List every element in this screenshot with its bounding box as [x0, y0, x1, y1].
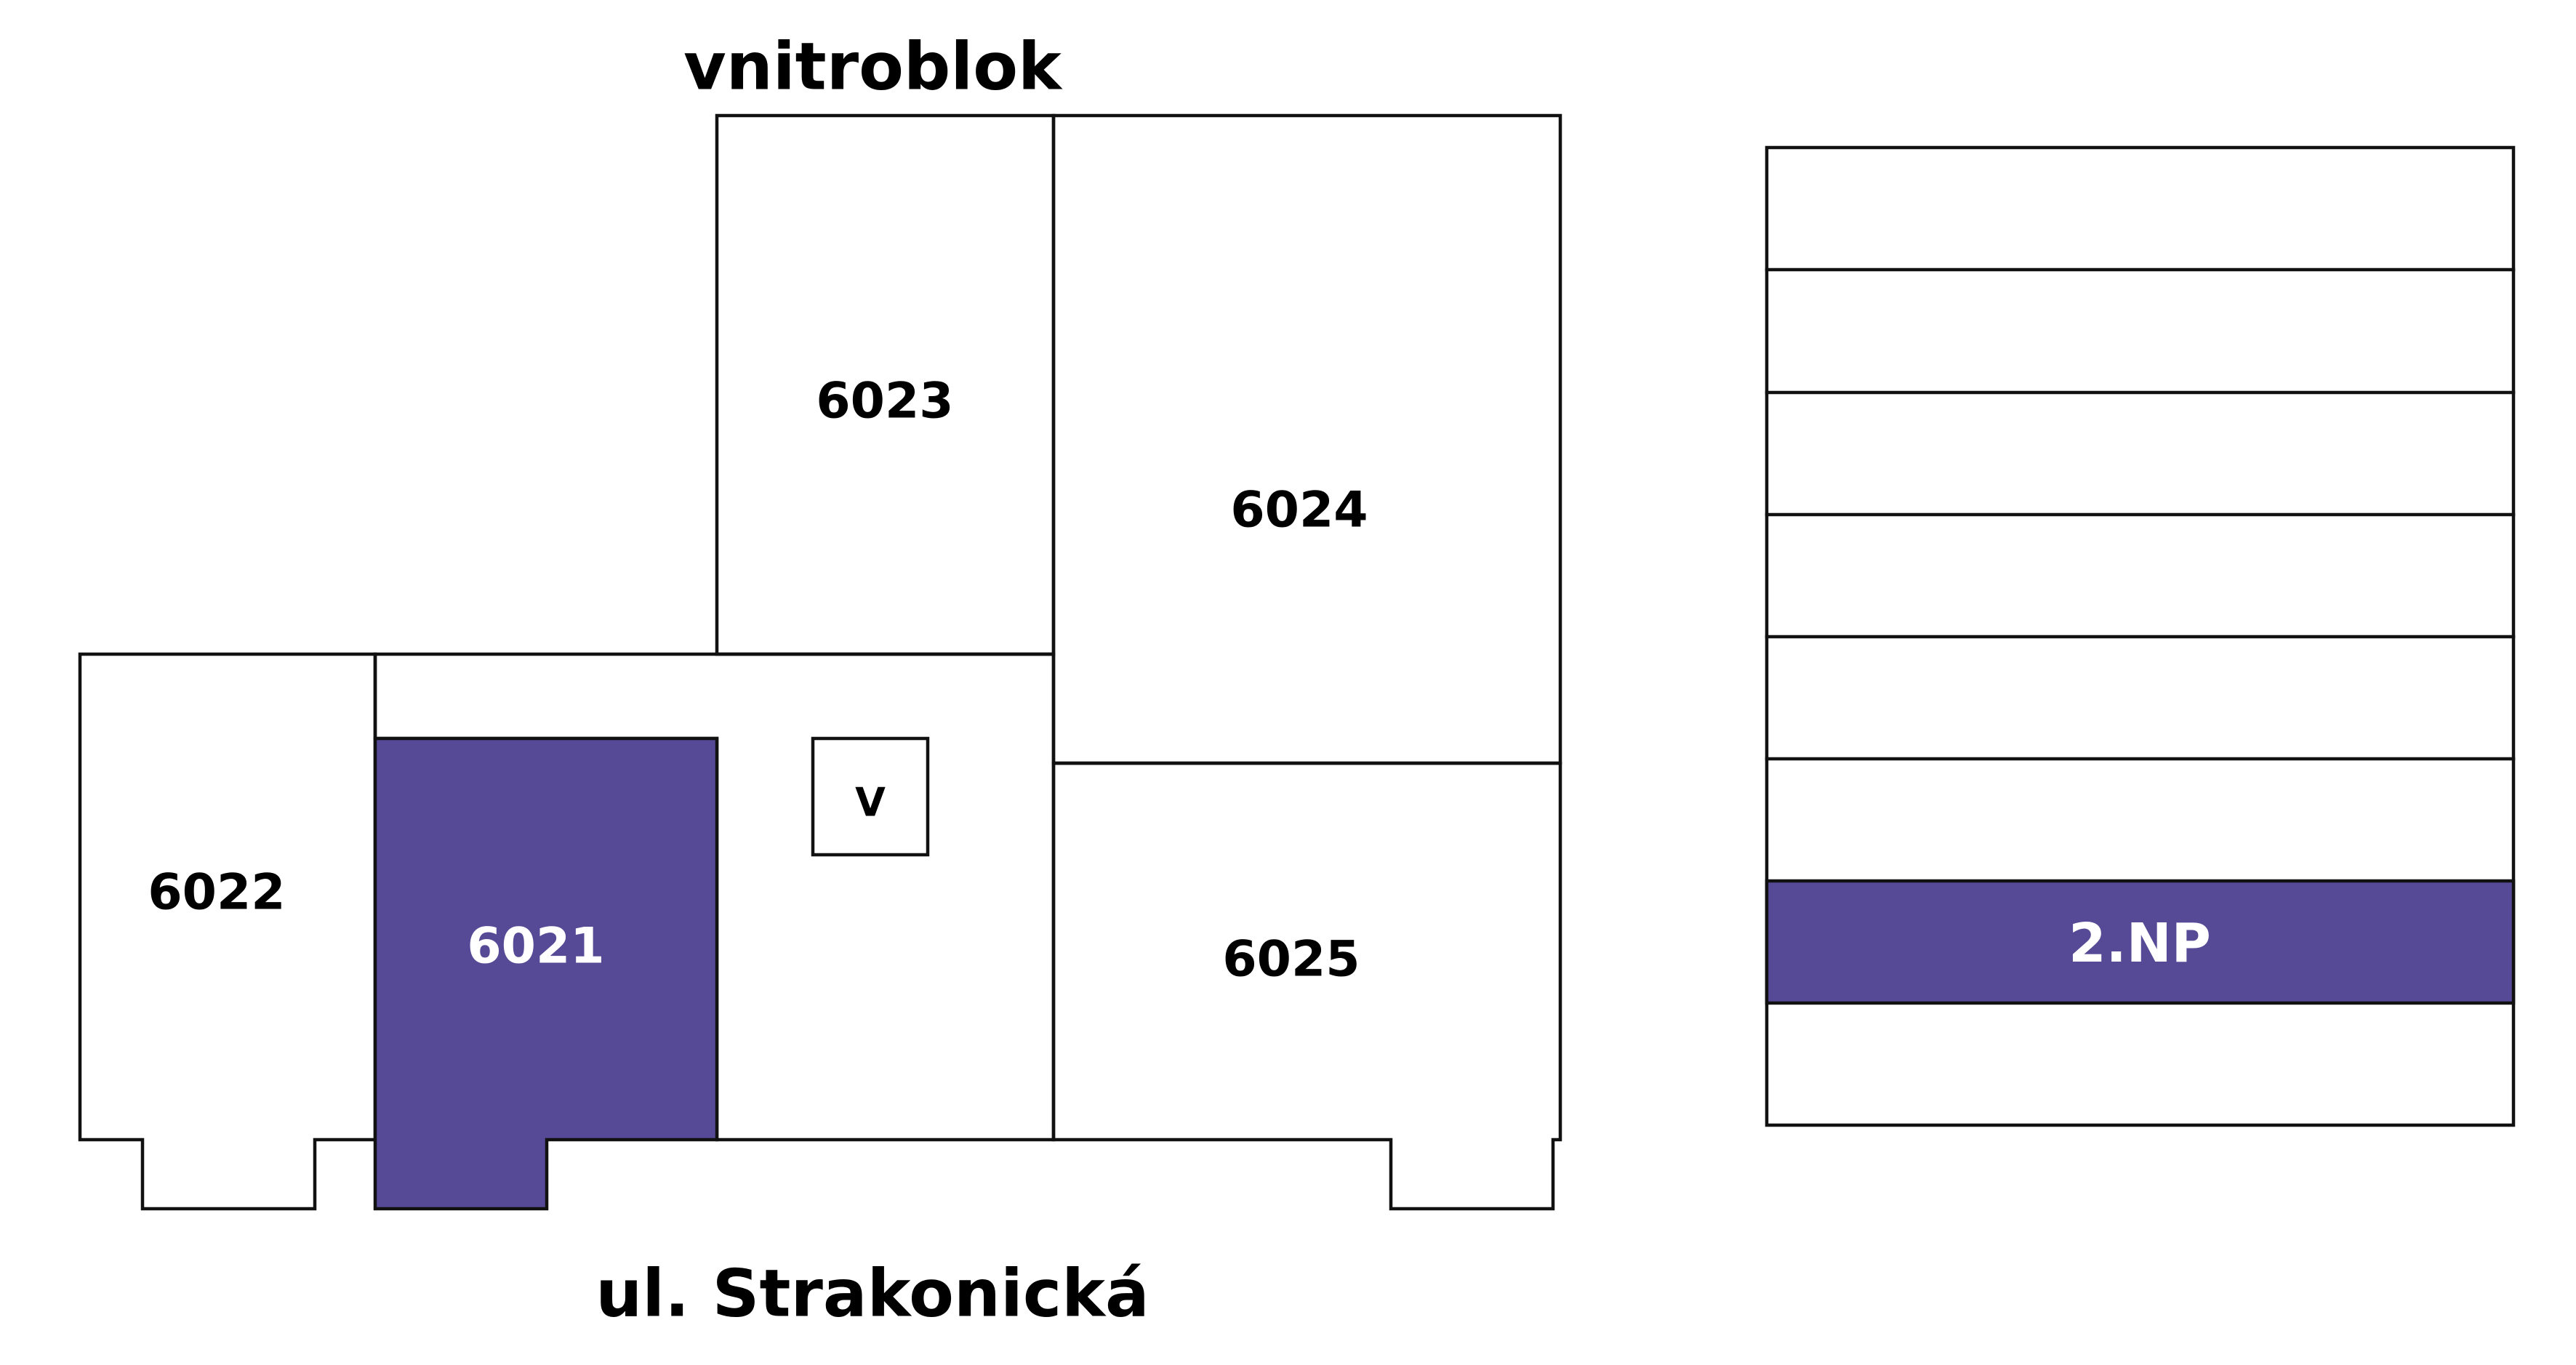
courtyard-label: vnitroblok	[683, 29, 1063, 105]
unit-6025-label: 6025	[1222, 931, 1360, 988]
street-label: ul. Strakonická	[595, 1256, 1149, 1332]
unit-6021-label: 6021	[467, 918, 604, 975]
unit-6022[interactable]: 6022	[78, 652, 377, 1211]
unit-6021-highlight[interactable]	[373, 736, 719, 1211]
unit-6025-outline[interactable]	[1051, 761, 1562, 1211]
stair-core-outline	[811, 736, 930, 857]
unit-6022-label: 6022	[148, 864, 285, 922]
floor-2np-label: 2.NP	[2069, 912, 2211, 975]
floor-2np-highlight[interactable]	[1765, 879, 2516, 1005]
unit-6023[interactable]: 6023	[715, 113, 1056, 656]
unit-6023-label: 6023	[816, 373, 953, 430]
unit-6025[interactable]: 6025	[1051, 761, 1562, 1211]
unit-6024-outline[interactable]	[1051, 113, 1562, 765]
unit-6021[interactable]: 6021	[373, 736, 719, 1211]
floor-stack: 2.NP	[1765, 145, 2516, 1127]
stair-core-label: V	[855, 780, 886, 826]
unit-6024[interactable]: 6024	[1051, 113, 1562, 765]
unit-6024-label: 6024	[1230, 482, 1368, 539]
unit-6022-outline[interactable]	[78, 652, 377, 1211]
